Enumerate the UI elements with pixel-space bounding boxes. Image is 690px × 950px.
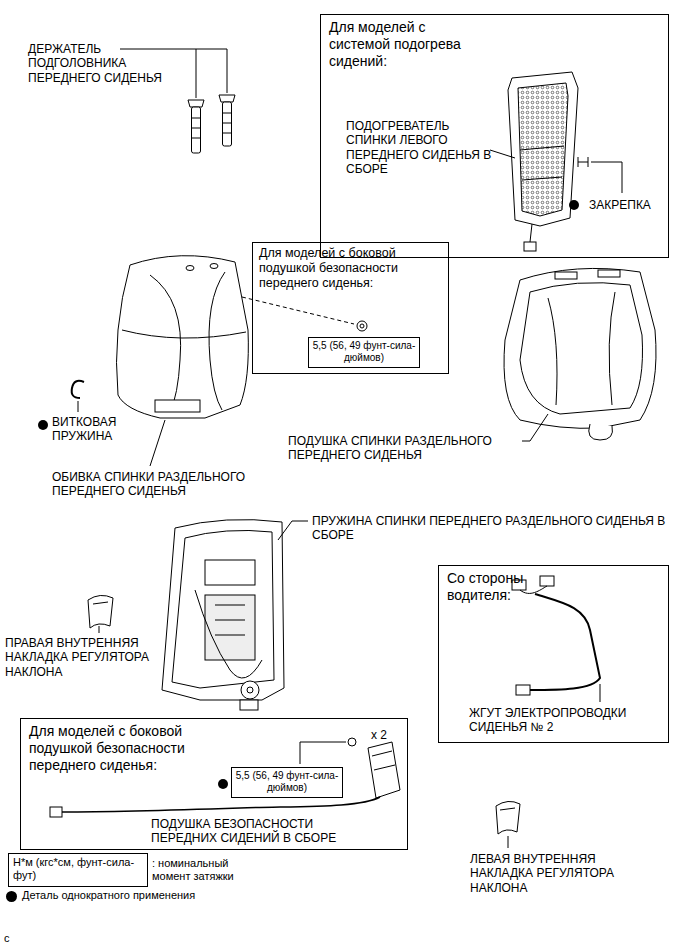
torque-value: 5,5 (56, 49 фунт-сила-дюймов)	[235, 770, 339, 794]
leader-line	[300, 742, 346, 764]
leader-line	[78, 401, 79, 412]
leader-line	[490, 150, 622, 193]
part-label: ОБИВКА СПИНКИ РАЗДЕЛЬНОГО ПЕРЕДНЕГО СИДЕ…	[52, 470, 287, 499]
recliner-cover	[88, 595, 113, 628]
part-name: ЗАКРЕПКА	[589, 198, 665, 212]
note-box: Со стороны водителя: ЖГУТ ЭЛЕКТРОПРОВОДКИ…	[438, 565, 669, 743]
legend-swatch	[6, 891, 17, 902]
part-name: ПОДУШКА БЕЗОПАСНОСТИ ПЕРЕДНИХ СИДЕНИЙ В …	[151, 817, 361, 846]
nut	[357, 321, 367, 331]
part-label: ПРАВАЯ ВНУТРЕННЯЯ НАКЛАДКА РЕГУЛЯТОРА НА…	[5, 636, 155, 679]
seatback-frame	[162, 520, 284, 710]
note-box: Для моделей с боковой подушкой безопасно…	[20, 718, 408, 850]
note-heading: Для моделей с боковой подушкой безопасно…	[29, 723, 229, 773]
leader-line	[150, 420, 165, 466]
leader-line	[278, 521, 308, 540]
part-label: ПРУЖИНА СПИНКИ ПЕРЕДНЕГО РАЗДЕЛЬНОГО СИД…	[312, 514, 672, 543]
legend-torque-box: Н*м (кгс*см, фунт-сила-фут)	[8, 853, 148, 887]
one-time-use-mark	[38, 420, 48, 430]
leader-line	[242, 297, 354, 324]
part-label: ДЕРЖАТЕЛЬ ПОДГОЛОВНИКА ПЕРЕДНЕГО СИДЕНЬЯ	[28, 42, 178, 85]
note-heading: Для моделей с боковой подушкой безопасно…	[259, 246, 445, 291]
seatback-pad	[504, 268, 656, 440]
leader-line	[600, 684, 601, 702]
torque-box: 5,5 (56, 49 фунт-сила-дюймов)	[308, 337, 420, 368]
wire-harness	[512, 576, 600, 695]
part-label: c	[4, 932, 24, 945]
note-box: Для моделей с системой подогрева сидений…	[320, 14, 669, 258]
legend-text: : номинальный момент затяжки	[152, 857, 262, 883]
leader-line	[522, 414, 548, 441]
part-label: ЛЕВАЯ ВНУТРЕННЯЯ НАКЛАДКА РЕГУЛЯТОРА НАК…	[470, 852, 620, 895]
note-heading: Для моделей с системой подогрева сидений…	[329, 19, 489, 69]
part-name: ЖГУТ ЭЛЕКТРОПРОВОДКИ СИДЕНЬЯ № 2	[469, 706, 665, 735]
legend-unit: Н*м (кгс*см, фунт-сила-фут)	[13, 856, 143, 882]
recliner-cover	[496, 801, 520, 834]
hog-ring	[72, 381, 84, 398]
note-heading: Со стороны водителя:	[447, 570, 587, 604]
torque-value: 5,5 (56, 49 фунт-сила-дюймов)	[312, 340, 416, 364]
seat-heater	[508, 72, 588, 251]
leader-line	[99, 626, 100, 633]
leader-line	[508, 836, 509, 848]
part-label: ПОДУШКА СПИНКИ РАЗДЕЛЬНОГО ПЕРЕДНЕГО СИД…	[288, 434, 533, 463]
quantity: x 2	[371, 728, 403, 742]
part-name: ПОДОГРЕВАТЕЛЬ СПИНКИ ЛЕВОГО ПЕРЕДНЕГО СИ…	[346, 119, 496, 177]
one-time-use-mark	[569, 200, 579, 210]
one-time-use-mark	[218, 779, 228, 789]
legend-text: Деталь однократного применения	[22, 889, 282, 902]
torque-box: 5,5 (56, 49 фунт-сила-дюймов)	[231, 767, 343, 798]
part-label: ВИТКОВАЯ ПРУЖИНА	[52, 415, 147, 444]
headrest-holder	[188, 95, 235, 153]
seatback-cover	[117, 256, 249, 418]
note-box: Для моделей с боковой подушкой безопасно…	[252, 242, 449, 374]
